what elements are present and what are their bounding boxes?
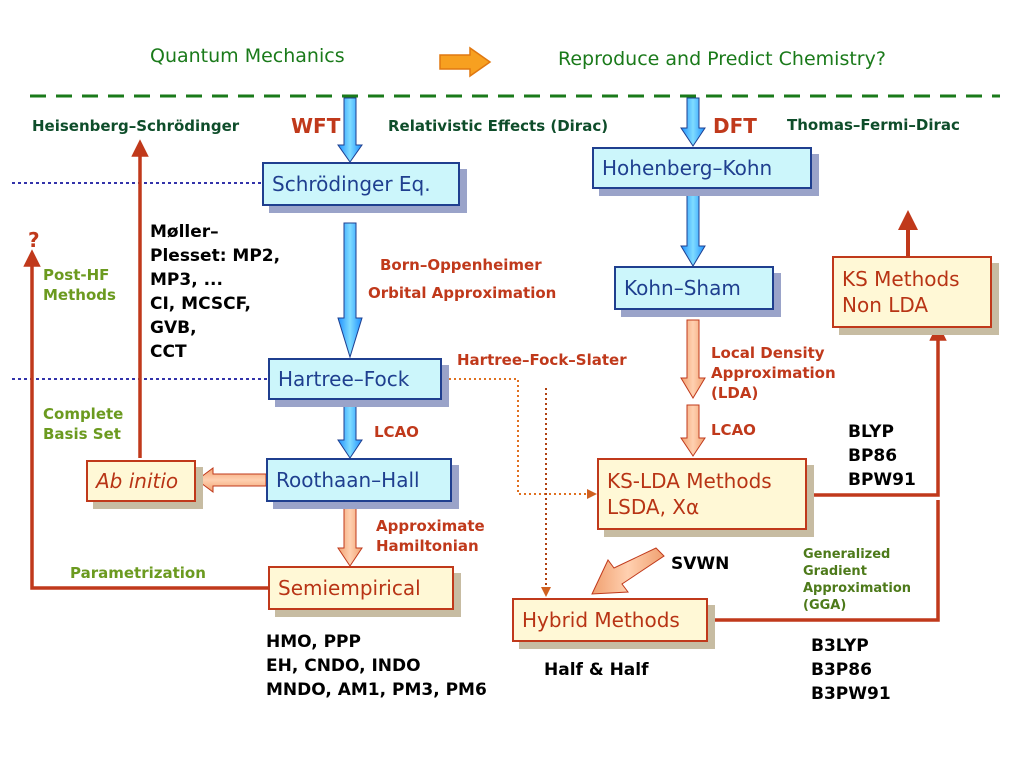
label-heisenberg: Heisenberg–Schrödinger	[32, 117, 240, 135]
box-hartree-fock: Hartree–Fock	[268, 358, 442, 400]
label-post-hf-line: Post-HF	[43, 266, 110, 284]
label-parametrization: Parametrization	[70, 564, 206, 582]
list-item: MNDO, AM1, PM3, PM6	[266, 680, 487, 700]
list-item: EH, CNDO, INDO	[266, 656, 421, 676]
list-item: GVB,	[150, 318, 197, 338]
list-item: CCT	[150, 342, 187, 362]
label-svwn: SVWN	[671, 554, 730, 574]
box-semiempirical: Semiempirical	[268, 566, 454, 610]
box-kohn-sham: Kohn–Sham	[614, 266, 774, 310]
box-ks-non-lda-line: KS Methods	[842, 267, 960, 291]
label-complete-basis: Complete Basis Set	[43, 404, 123, 444]
label-complete-basis-line: Complete	[43, 405, 124, 423]
line-hybrid-to-nonlda	[714, 500, 940, 622]
label-approx-hamiltonian-line: Approximate	[376, 517, 485, 535]
label-question: ?	[28, 228, 40, 252]
label-gga: Generalized Gradient Approximation (GGA)	[803, 546, 911, 614]
list-item: BPW91	[848, 470, 916, 490]
semiempirical-methods-list: HMO, PPP EH, CNDO, INDO MNDO, AM1, PM3, …	[266, 630, 487, 702]
line-semiempirical-loop	[23, 249, 268, 590]
box-ks-lda-line: KS-LDA Methods	[607, 469, 772, 493]
box-hohenberg-kohn: Hohenberg–Kohn	[592, 147, 812, 189]
label-wft: WFT	[291, 114, 341, 138]
label-relativistic: Relativistic Effects (Dirac)	[388, 117, 609, 135]
label-complete-basis-line: Basis Set	[43, 425, 121, 443]
header-reproduce-predict: Reproduce and Predict Chemistry?	[558, 48, 886, 70]
header-quantum-mechanics: Quantum Mechanics	[150, 45, 345, 67]
arrow-wft-to-schrodinger	[337, 97, 363, 163]
label-approx-hamiltonian: Approximate Hamiltonian	[376, 516, 485, 556]
label-approx-hamiltonian-line: Hamiltonian	[376, 537, 479, 555]
label-born-oppenheimer: Born–Oppenheimer	[380, 256, 542, 274]
list-item: BLYP	[848, 422, 894, 442]
box-ks-lda: KS-LDA Methods LSDA, Xα	[597, 458, 807, 530]
label-post-hf-line: Methods	[43, 286, 116, 304]
box-ks-non-lda-line: Non LDA	[842, 293, 929, 317]
label-gga-line: Gradient	[803, 564, 867, 579]
label-orbital-approx: Orbital Approximation	[368, 284, 557, 302]
list-item: B3PW91	[811, 684, 891, 704]
list-item: BP86	[848, 446, 898, 466]
line-kslda-to-nonlda	[812, 323, 947, 497]
arrow-roothaan-to-semiempirical	[337, 501, 363, 567]
header-arrow	[439, 46, 492, 78]
label-gga-line: Approximation	[803, 581, 912, 596]
label-lda-line: (LDA)	[711, 384, 759, 402]
gga-functionals-list: BLYP BP86 BPW91	[848, 420, 916, 492]
list-item: Møller–	[150, 222, 219, 242]
label-thomas-fermi: Thomas–Fermi–Dirac	[787, 116, 960, 134]
box-ab-initio: Ab initio	[86, 460, 196, 502]
label-gga-line: (GGA)	[803, 598, 847, 613]
label-hfs: Hartree–Fock–Slater	[457, 351, 627, 369]
list-item: CI, MCSCF,	[150, 294, 251, 314]
box-ks-non-lda: KS Methods Non LDA	[832, 256, 992, 328]
list-item: B3P86	[811, 660, 872, 680]
label-gga-line: Generalized	[803, 547, 891, 562]
post-hf-methods-list: Møller– Plesset: MP2, MP3, ... CI, MCSCF…	[150, 220, 280, 364]
arrow-lcao-to-kslda	[680, 404, 706, 457]
arrow-dft-to-hohenberg	[680, 97, 706, 147]
arrow-roothaan-to-abinitio	[196, 467, 267, 493]
box-roothaan-hall: Roothaan–Hall	[266, 458, 452, 502]
label-dft: DFT	[713, 114, 757, 138]
line-hfs-dotted	[444, 378, 597, 499]
label-lda-line: Local Density	[711, 344, 825, 362]
label-lcao-left: LCAO	[374, 423, 419, 441]
label-lcao-right: LCAO	[711, 421, 756, 439]
list-item: MP3, ...	[150, 270, 223, 290]
list-item: HMO, PPP	[266, 632, 361, 652]
box-hybrid-methods: Hybrid Methods	[512, 598, 708, 642]
hybrid-functionals-list: B3LYP B3P86 B3PW91	[811, 634, 891, 706]
box-ks-lda-line: LSDA, Xα	[607, 495, 700, 519]
list-item: Plesset: MP2,	[150, 246, 281, 266]
label-post-hf: Post-HF Methods	[43, 265, 116, 305]
label-half-half: Half & Half	[544, 660, 649, 680]
arrow-hf-to-roothaan	[337, 401, 363, 459]
list-item: B3LYP	[811, 636, 869, 656]
label-lda-line: Approximation	[711, 364, 836, 382]
arrow-schrodinger-to-hf	[337, 222, 363, 359]
arrow-kslda-to-hybrid	[591, 547, 665, 595]
box-schrodinger: Schrödinger Eq.	[262, 162, 460, 206]
arrow-hohenberg-to-kohnsham	[680, 189, 706, 267]
label-lda: Local Density Approximation (LDA)	[711, 343, 836, 403]
arrow-kohnsham-to-lda	[680, 319, 706, 399]
